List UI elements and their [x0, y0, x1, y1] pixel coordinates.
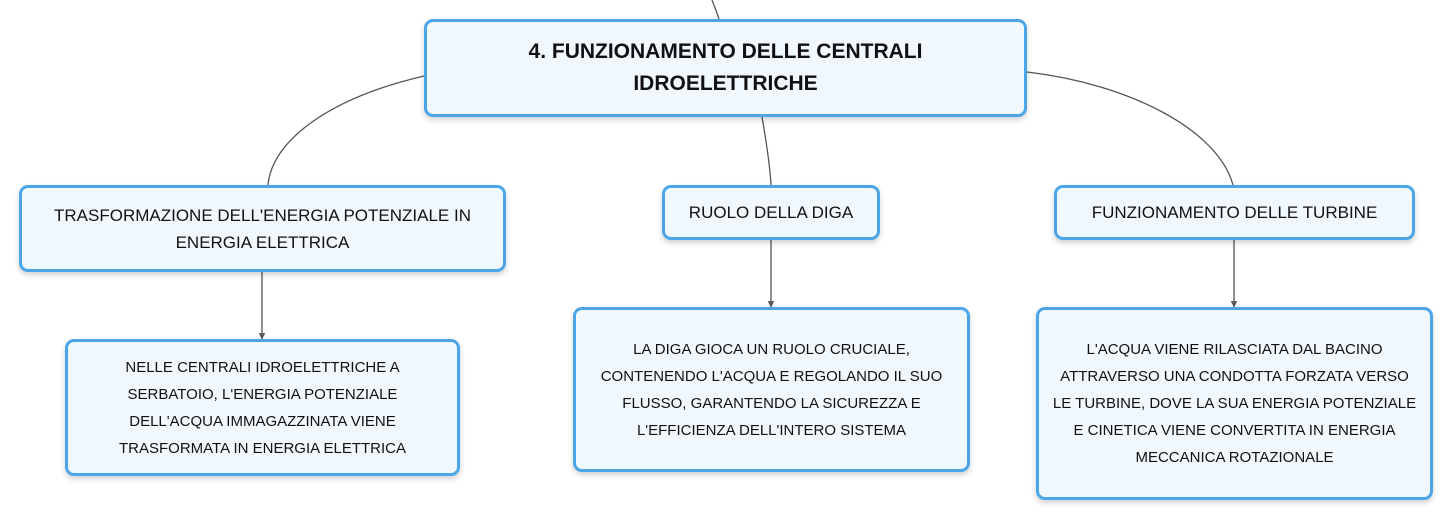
central-topic-node[interactable]: 4. FUNZIONAMENTO DELLE CENTRALI IDROELET… — [424, 19, 1027, 117]
connector-root-to-topic-2 — [761, 116, 772, 186]
detail-node-energy-transformation[interactable]: NELLE CENTRALI IDROELETTRICHE A SERBATOI… — [65, 339, 460, 476]
connector-root-to-topic-3 — [1026, 71, 1234, 186]
detail-text: LA DIGA GIOCA UN RUOLO CRUCIALE, CONTENE… — [600, 340, 943, 439]
detail-text: L'ACQUA VIENE RILASCIATA DAL BACINO ATTR… — [1052, 341, 1417, 466]
topic-node-energy-transformation[interactable]: TRASFORMAZIONE DELL'ENERGIA POTENZIALE I… — [19, 185, 506, 272]
detail-node-turbine-operation[interactable]: L'ACQUA VIENE RILASCIATA DAL BACINO ATTR… — [1036, 307, 1433, 500]
topic-label: RUOLO DELLA DIGA — [688, 203, 854, 222]
topic-label: FUNZIONAMENTO DELLE TURBINE — [1091, 203, 1378, 222]
detail-text: NELLE CENTRALI IDROELETTRICHE A SERBATOI… — [119, 358, 406, 457]
topic-node-dam-role[interactable]: RUOLO DELLA DIGA — [662, 185, 880, 240]
connector-parent-to-root — [711, 0, 720, 20]
connector-root-to-topic-1 — [267, 75, 425, 186]
central-topic-title: 4. FUNZIONAMENTO DELLE CENTRALI IDROELET… — [528, 40, 923, 95]
topic-label: TRASFORMAZIONE DELL'ENERGIA POTENZIALE I… — [54, 205, 471, 252]
detail-node-dam-role[interactable]: LA DIGA GIOCA UN RUOLO CRUCIALE, CONTENE… — [573, 307, 970, 472]
topic-node-turbine-operation[interactable]: FUNZIONAMENTO DELLE TURBINE — [1054, 185, 1415, 240]
